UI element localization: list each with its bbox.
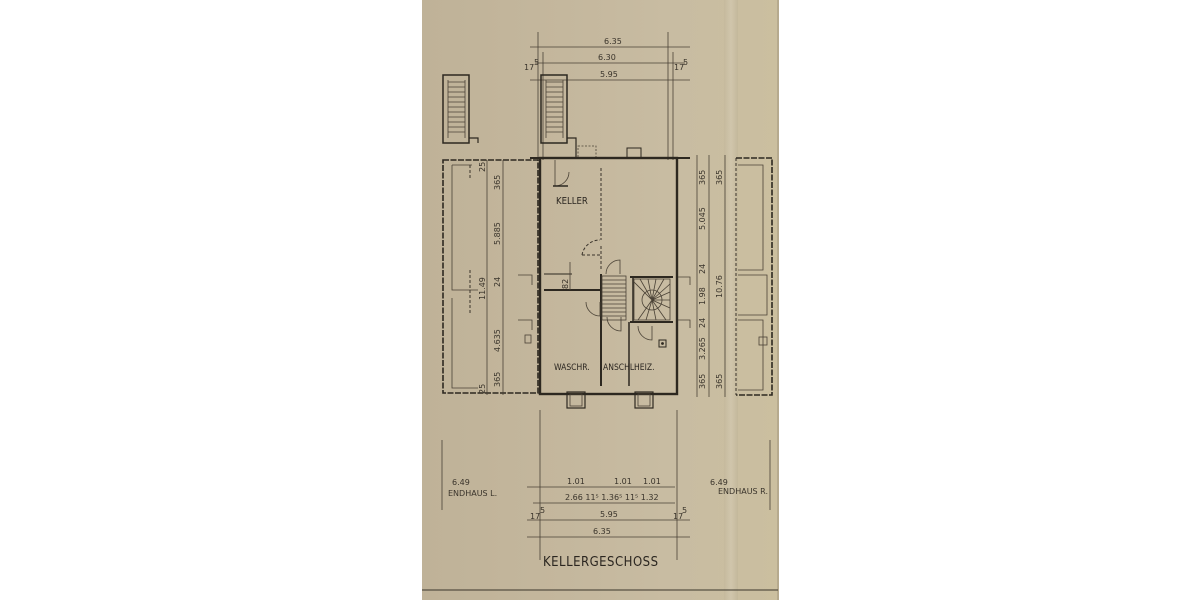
svg-text:5: 5 <box>540 506 545 515</box>
main-house: 82 <box>530 156 690 409</box>
straight-stair <box>601 275 627 321</box>
dim-overall-bottom: 6.35 <box>593 527 611 536</box>
dim-right-offset-bottom: 17 <box>673 512 683 521</box>
drawing-title: KELLERGESCHOSS <box>543 555 659 570</box>
dim-left-offset-top: 17 <box>524 63 534 72</box>
dim-inner-bottom: 5.95 <box>600 510 618 519</box>
exterior-stair-main <box>540 74 642 159</box>
svg-text:365: 365 <box>698 374 707 389</box>
dim-inner-top: 5.95 <box>600 70 618 79</box>
window-heizung <box>634 391 654 409</box>
svg-text:24: 24 <box>698 264 707 274</box>
exterior-stair-left <box>442 74 479 144</box>
svg-text:4.635: 4.635 <box>493 329 502 352</box>
dim-axis-top: 6.30 <box>598 53 616 62</box>
svg-text:5: 5 <box>682 506 687 515</box>
dim-opening-1: 1.01 <box>567 477 585 486</box>
boiler-symbol <box>658 339 667 348</box>
top-dimensions: 6.35 6.30 5.95 17 5 17 5 <box>524 32 690 160</box>
room-label-keller: KELLER <box>556 196 588 207</box>
svg-text:5.045: 5.045 <box>698 207 707 230</box>
svg-text:24: 24 <box>698 318 707 328</box>
svg-text:365: 365 <box>698 170 707 185</box>
left-dimensions: 25 365 5.885 24 11.49 4.635 365 25 <box>478 160 504 395</box>
winding-stair <box>633 278 671 321</box>
right-dimensions: 365 365 5.045 24 1.98 10.76 24 3.265 365… <box>696 155 726 397</box>
svg-text:25: 25 <box>478 162 487 172</box>
dim-overall-top: 6.35 <box>604 37 622 46</box>
dim-neighbor-right-width: 6.49 <box>710 478 728 487</box>
svg-text:5.885: 5.885 <box>493 222 502 245</box>
room-label-heizung: HEIZ. <box>634 363 655 373</box>
room-label-anschluss: ANSCHL. <box>603 363 637 373</box>
svg-text:365: 365 <box>493 372 502 387</box>
svg-text:1.98: 1.98 <box>698 287 707 305</box>
svg-text:82: 82 <box>561 279 570 289</box>
dim-bottom-segments: 2.66 11⁵ 1.36⁵ 11⁵ 1.32 <box>565 493 659 502</box>
svg-text:365: 365 <box>715 374 724 389</box>
dim-left-offset-bottom: 17 <box>530 512 540 521</box>
window-waschraum <box>566 391 586 409</box>
dim-right-offset-top: 17 <box>674 63 684 72</box>
bottom-dimensions: 6.49 ENDHAUS L. 6.49 ENDHAUS R. 1.01 1.0… <box>441 410 771 560</box>
svg-text:11.49: 11.49 <box>478 277 487 300</box>
label-endhaus-left: ENDHAUS L. <box>448 489 497 498</box>
svg-text:5: 5 <box>683 58 688 67</box>
room-label-waschraum: WASCHR. <box>554 363 590 373</box>
svg-text:24: 24 <box>493 277 502 287</box>
paper-fold <box>724 0 738 600</box>
neighbor-left <box>442 159 539 394</box>
svg-text:10.76: 10.76 <box>715 275 724 298</box>
svg-text:25: 25 <box>478 384 487 394</box>
svg-text:3.265: 3.265 <box>698 337 707 360</box>
dim-opening-2: 1.01 <box>614 477 632 486</box>
dim-opening-3: 1.01 <box>643 477 661 486</box>
svg-text:365: 365 <box>493 175 502 190</box>
neighbor-right <box>678 157 773 396</box>
label-endhaus-right: ENDHAUS R. <box>718 487 768 496</box>
svg-text:5: 5 <box>534 58 539 67</box>
svg-text:365: 365 <box>715 170 724 185</box>
dim-neighbor-left-width: 6.49 <box>452 478 470 487</box>
